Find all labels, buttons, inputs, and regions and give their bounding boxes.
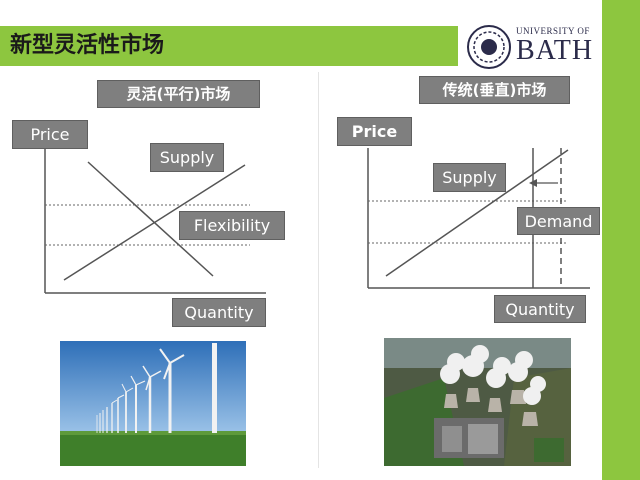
- right-quantity-label: Quantity: [494, 295, 586, 323]
- left-downward-curve: [87, 161, 214, 277]
- right-supply-curve: [385, 149, 569, 277]
- university-logo: UNIVERSITY OF BATH: [466, 22, 598, 72]
- left-supply-label: Supply: [150, 143, 224, 172]
- right-supply-label: Supply: [433, 163, 506, 192]
- left-supply-curve: [63, 164, 246, 281]
- left-quantity-label: Quantity: [172, 298, 266, 327]
- slide-title: 新型灵活性市场: [0, 26, 458, 66]
- power-station-photo: [384, 338, 571, 466]
- right-price-label: Price: [337, 117, 412, 146]
- wind-farm-photo: [60, 341, 246, 466]
- logo-text-bath: BATH: [516, 35, 594, 66]
- panel-divider: [318, 72, 319, 468]
- right-panel-heading: 传统(垂直)市场: [419, 76, 570, 104]
- logo-text-university: UNIVERSITY OF: [516, 26, 590, 36]
- arrow-head-icon: [529, 179, 537, 187]
- left-price-label: Price: [12, 120, 88, 149]
- left-flexibility-label: Flexibility: [179, 211, 285, 240]
- right-demand-label: Demand: [517, 207, 600, 235]
- left-panel-heading: 灵活(平行)市场: [97, 80, 260, 108]
- crest-icon: [467, 25, 511, 69]
- accent-strip: [602, 0, 640, 480]
